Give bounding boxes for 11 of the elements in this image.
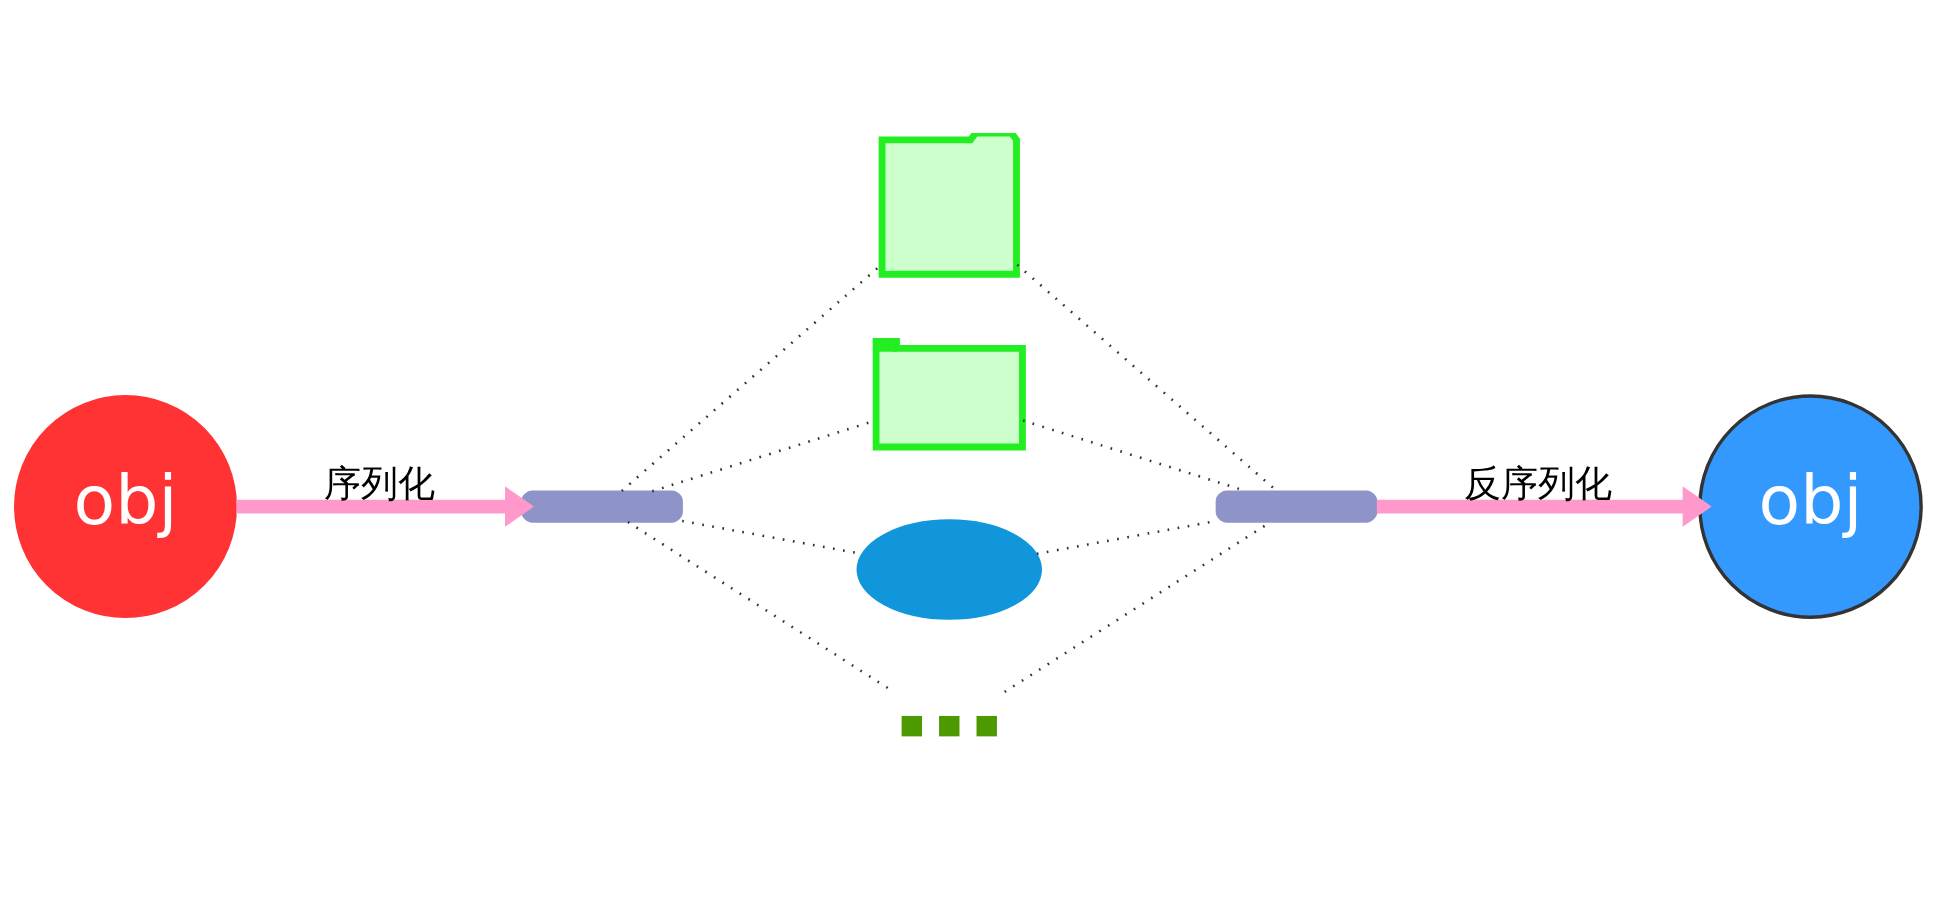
node-wave	[1215, 490, 1378, 523]
node-circle: obj	[14, 395, 237, 619]
arrow	[236, 486, 534, 527]
edge-label: 序列化	[323, 460, 435, 505]
node-box	[878, 133, 1020, 278]
node-cloud	[856, 519, 1043, 620]
edge-label: 反序列化	[1464, 460, 1613, 505]
node-tree	[872, 338, 1026, 451]
node-wave	[521, 490, 683, 523]
node-circle: obj	[1698, 394, 1923, 619]
arrow	[1376, 486, 1712, 527]
